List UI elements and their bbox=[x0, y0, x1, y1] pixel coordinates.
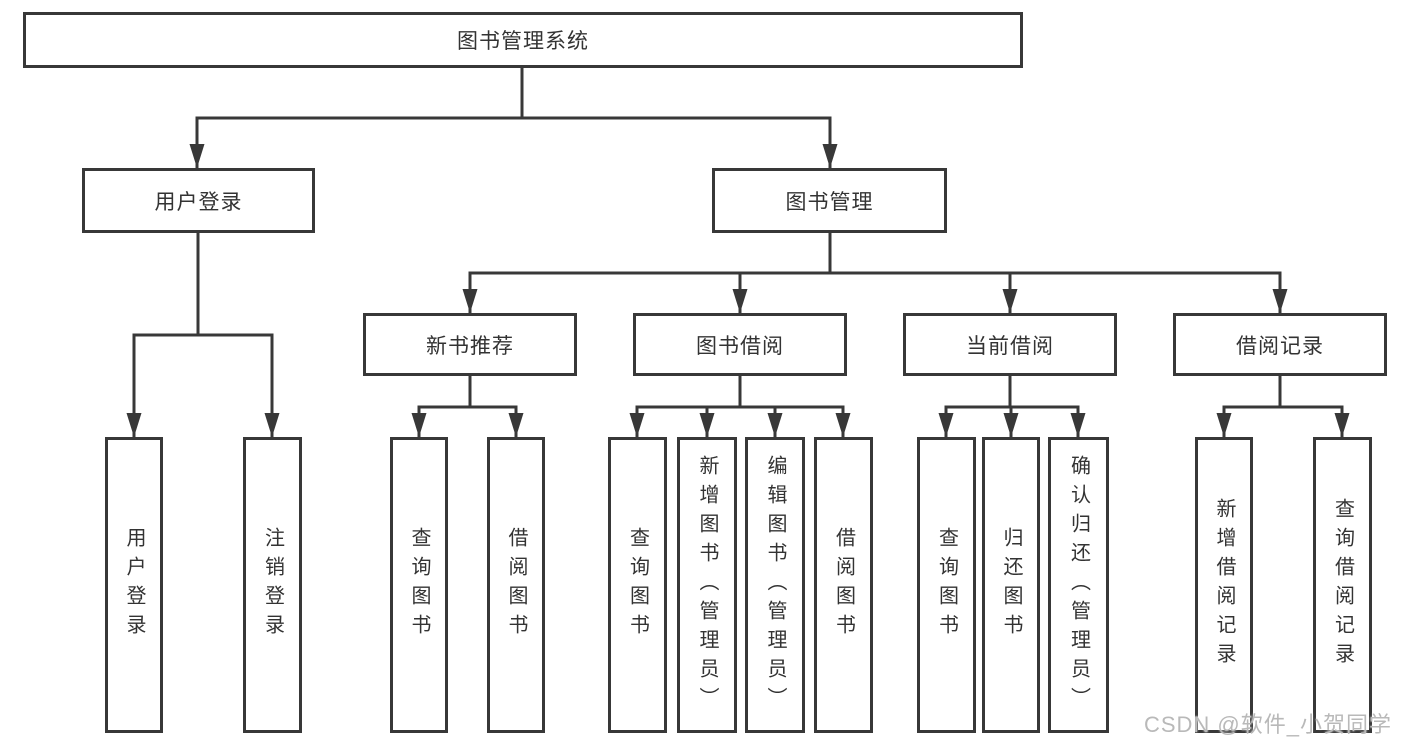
leaf-search-books-recommend: 查询图书 bbox=[390, 437, 448, 733]
leaf-logout-label: 注销登录 bbox=[261, 527, 284, 643]
leaf-add-books-admin-label: 新增图书（管理员） bbox=[696, 454, 718, 716]
leaf-search-borrow-record-label: 查询借阅记录 bbox=[1331, 498, 1354, 672]
leaf-confirm-return-admin-label: 确认归还（管理员） bbox=[1067, 454, 1090, 716]
leaf-user-login-label: 用户登录 bbox=[123, 527, 145, 643]
leaf-add-borrow-record: 新增借阅记录 bbox=[1195, 437, 1253, 733]
leaf-search-borrow-record: 查询借阅记录 bbox=[1313, 437, 1372, 733]
leaf-borrow-books: 借阅图书 bbox=[814, 437, 873, 733]
leaf-confirm-return-admin: 确认归还（管理员） bbox=[1048, 437, 1109, 733]
leaf-borrow-books-label: 借阅图书 bbox=[832, 527, 855, 643]
leaf-search-books-recommend-label: 查询图书 bbox=[408, 527, 430, 643]
leaf-user-login: 用户登录 bbox=[105, 437, 163, 733]
node-user-login: 用户登录 bbox=[82, 168, 315, 233]
leaf-return-books-label: 归还图书 bbox=[1000, 527, 1022, 643]
leaf-borrow-books-recommend: 借阅图书 bbox=[487, 437, 545, 733]
leaf-return-books: 归还图书 bbox=[982, 437, 1040, 733]
leaf-logout: 注销登录 bbox=[243, 437, 302, 733]
leaf-add-borrow-record-label: 新增借阅记录 bbox=[1213, 498, 1235, 672]
node-borrowing-records: 借阅记录 bbox=[1173, 313, 1387, 376]
leaf-search-books-current-label: 查询图书 bbox=[935, 527, 958, 643]
leaf-edit-books-admin-label: 编辑图书（管理员） bbox=[764, 454, 786, 716]
leaf-edit-books-admin: 编辑图书（管理员） bbox=[745, 437, 805, 733]
leaf-search-books-current: 查询图书 bbox=[917, 437, 976, 733]
node-root-library-management-system: 图书管理系统 bbox=[23, 12, 1023, 68]
leaf-add-books-admin: 新增图书（管理员） bbox=[677, 437, 737, 733]
leaf-borrow-books-recommend-label: 借阅图书 bbox=[505, 527, 527, 643]
node-book-borrowing: 图书借阅 bbox=[633, 313, 847, 376]
leaf-search-books-borrowing: 查询图书 bbox=[608, 437, 667, 733]
node-new-book-recommendation: 新书推荐 bbox=[363, 313, 577, 376]
csdn-watermark: CSDN @软件_小贺同学 bbox=[1143, 712, 1392, 737]
leaf-search-books-borrowing-label: 查询图书 bbox=[626, 527, 649, 643]
node-current-borrowing: 当前借阅 bbox=[903, 313, 1117, 376]
node-book-management: 图书管理 bbox=[712, 168, 947, 233]
